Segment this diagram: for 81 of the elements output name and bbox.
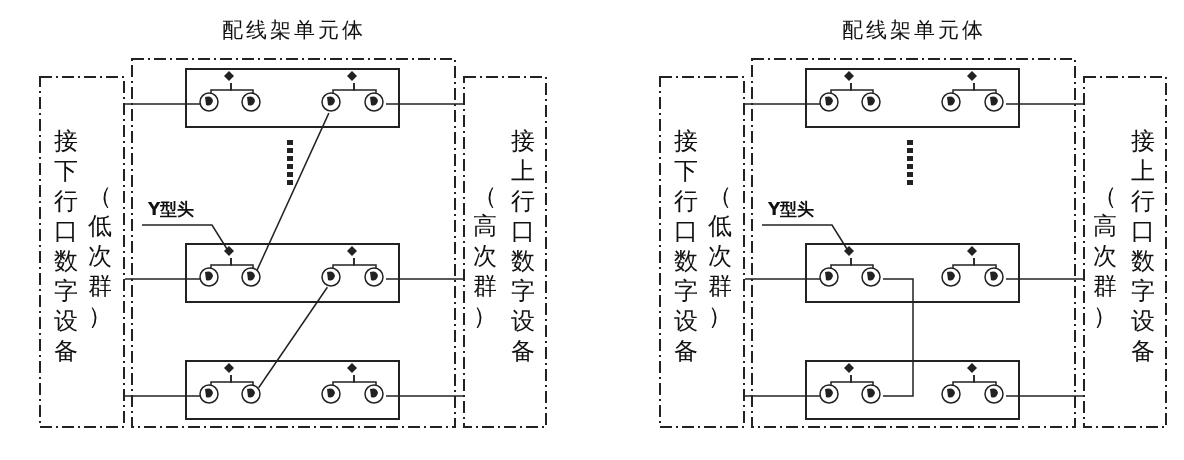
wire (353, 257, 377, 270)
equipment-box (463, 76, 547, 428)
group-label: （高次群） (472, 181, 498, 331)
y-connector (967, 363, 977, 373)
y-connector (224, 71, 234, 81)
wire (385, 278, 464, 280)
wire (1005, 278, 1084, 280)
group-label: （低次群） (87, 181, 113, 331)
jack-socket (321, 384, 341, 404)
y-connector (224, 246, 234, 256)
jack-socket (861, 384, 881, 404)
wire (257, 286, 329, 389)
jack-socket (819, 267, 839, 287)
wire (230, 82, 254, 95)
jack-socket (241, 92, 261, 112)
patch-unit (185, 360, 400, 420)
jack-socket (241, 267, 261, 287)
wire (850, 82, 874, 95)
jack-socket (364, 267, 384, 287)
jack-socket (984, 384, 1004, 404)
leader-line (761, 224, 848, 250)
wire (1005, 395, 1084, 397)
jack-socket (321, 92, 341, 112)
jack-socket (861, 267, 881, 287)
wire (850, 374, 874, 387)
jack-socket (364, 384, 384, 404)
wire (353, 82, 377, 95)
jack-socket (364, 92, 384, 112)
callout-text: Y型头 (148, 198, 210, 220)
equipment-label: 接上行口数字设备 (510, 126, 536, 366)
equipment-box (1083, 76, 1167, 428)
jack-socket (199, 267, 219, 287)
wire (256, 112, 330, 271)
jack-socket (819, 384, 839, 404)
y-connector (347, 246, 357, 256)
jack-socket (941, 267, 961, 287)
wire (973, 82, 997, 95)
patch-unit (185, 243, 400, 303)
y-connector (844, 363, 854, 373)
jack-socket (241, 384, 261, 404)
jack-socket (984, 92, 1004, 112)
jack-socket (819, 92, 839, 112)
patch-unit (185, 68, 400, 128)
wire (973, 257, 997, 270)
y-connector (967, 246, 977, 256)
group-label: （低次群） (707, 181, 733, 331)
y-connector (347, 363, 357, 373)
callout-text: Y型头 (768, 198, 830, 220)
equipment-box (39, 76, 125, 428)
y-connector (844, 246, 854, 256)
wire (385, 103, 464, 105)
jack-socket (199, 92, 219, 112)
patch-unit (805, 68, 1020, 128)
jack-socket (199, 384, 219, 404)
y-connector (347, 71, 357, 81)
jack-socket (321, 267, 341, 287)
y-connector (224, 363, 234, 373)
equipment-box (659, 76, 745, 428)
wire (230, 257, 254, 270)
wire (850, 257, 874, 270)
group-label: （高次群） (1092, 181, 1118, 331)
wire (882, 278, 914, 397)
equipment-label: 接上行口数字设备 (1130, 126, 1156, 366)
wire (1005, 103, 1084, 105)
y-connector (967, 71, 977, 81)
wire (230, 374, 254, 387)
wire (385, 395, 464, 397)
wire (973, 374, 997, 387)
jack-socket (861, 92, 881, 112)
jack-socket (941, 92, 961, 112)
equipment-label: 接下行口数字设备 (53, 126, 79, 366)
patch-unit (805, 243, 1020, 303)
jack-socket (941, 384, 961, 404)
frame-title: 配线架单元体 (840, 17, 987, 44)
patch-unit (805, 360, 1020, 420)
leader-line (141, 224, 228, 250)
y-connector (844, 71, 854, 81)
jack-socket (984, 267, 1004, 287)
frame-title: 配线架单元体 (220, 17, 367, 44)
wire (353, 374, 377, 387)
equipment-label: 接下行口数字设备 (673, 126, 699, 366)
